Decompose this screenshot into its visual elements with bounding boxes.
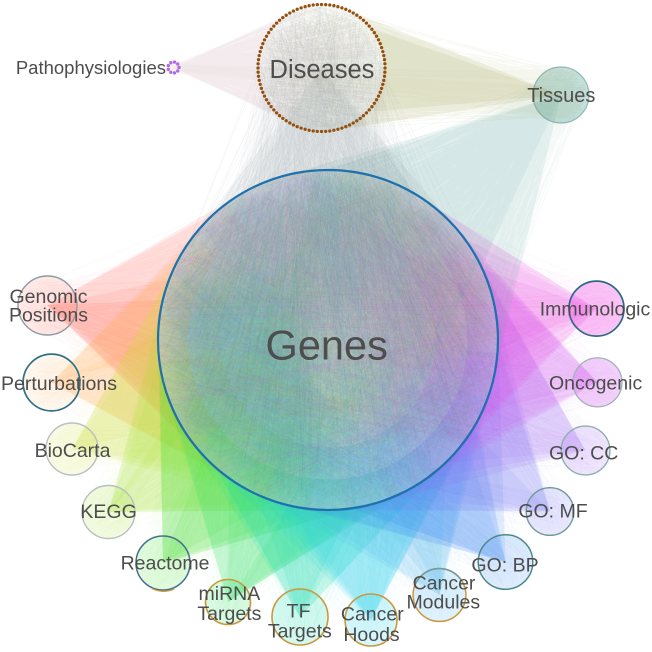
svg-text:TF: TF xyxy=(287,601,311,623)
svg-text:Genes: Genes xyxy=(266,322,388,369)
svg-text:Pathophysiologies: Pathophysiologies xyxy=(16,57,166,78)
svg-text:Genomic: Genomic xyxy=(9,286,87,308)
svg-text:GO: BP: GO: BP xyxy=(471,555,538,577)
svg-text:Hoods: Hoods xyxy=(343,624,400,646)
svg-text:Cancer: Cancer xyxy=(413,573,476,595)
svg-text:Immunologic: Immunologic xyxy=(540,299,651,321)
svg-text:BioCarta: BioCarta xyxy=(35,440,111,462)
svg-text:Oncogenic: Oncogenic xyxy=(549,373,642,395)
svg-text:Targets: Targets xyxy=(197,603,261,625)
svg-text:Perturbations: Perturbations xyxy=(1,373,117,395)
svg-text:GO: MF: GO: MF xyxy=(518,500,587,522)
svg-text:Diseases: Diseases xyxy=(270,56,375,84)
svg-text:Cancer: Cancer xyxy=(341,604,404,626)
svg-text:Reactome: Reactome xyxy=(121,553,210,575)
svg-text:Targets: Targets xyxy=(268,621,332,643)
svg-text:Tissues: Tissues xyxy=(527,85,595,107)
svg-text:Positions: Positions xyxy=(9,305,88,327)
svg-text:Modules: Modules xyxy=(406,592,480,614)
svg-text:GO: CC: GO: CC xyxy=(549,443,618,465)
svg-text:KEGG: KEGG xyxy=(80,501,136,523)
svg-text:miRNA: miRNA xyxy=(199,583,261,605)
